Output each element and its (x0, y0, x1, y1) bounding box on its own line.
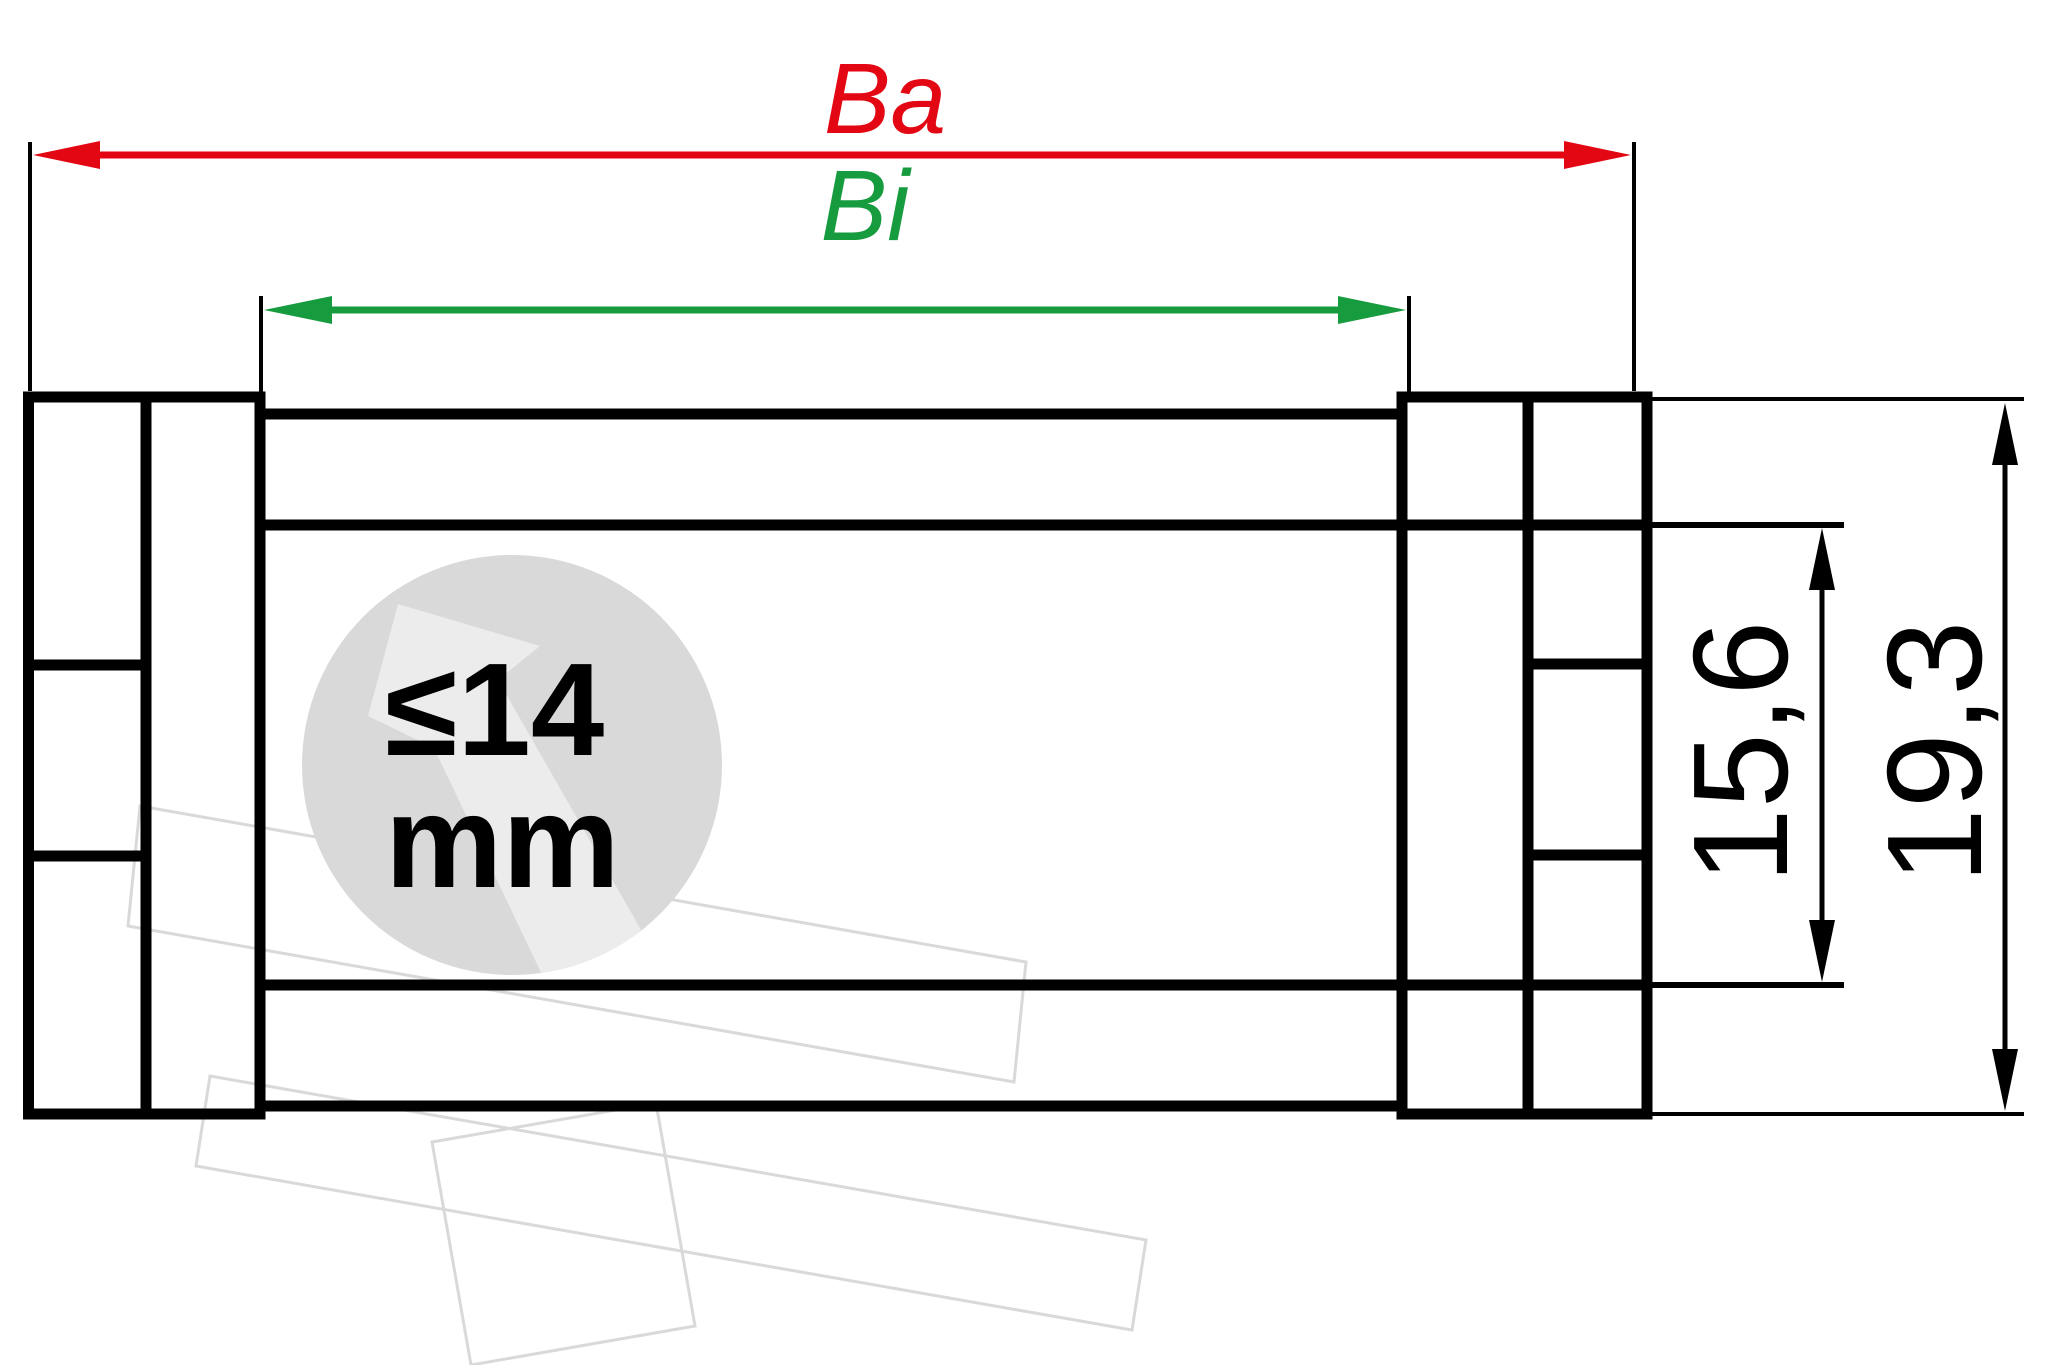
arrow-down-icon (1809, 920, 1835, 982)
inner-height-dimension: 15,6 (1665, 528, 1835, 982)
extension-lines (28, 142, 2024, 1116)
right-side-link (1396, 391, 1653, 1120)
inner-width-label: Bi (821, 150, 913, 262)
arrow-right-icon (1338, 296, 1406, 324)
outer-width-label: Ba (824, 43, 946, 155)
outer-height-label: 19,3 (1859, 621, 2010, 884)
arrow-right-icon (1564, 141, 1631, 169)
arrow-left-icon (264, 296, 332, 324)
watermark-square (430, 1101, 697, 1365)
arrow-up-icon (1809, 528, 1835, 590)
outer-width-dimension: Ba (33, 43, 1631, 169)
arrow-down-icon (1992, 1049, 2018, 1111)
arrow-up-icon (1992, 403, 2018, 465)
inner-height-label: 15,6 (1665, 621, 1816, 884)
watermark-shapes (126, 804, 1148, 1365)
left-side-link (23, 391, 266, 1120)
cable-diameter-badge: ≤14 mm (302, 555, 722, 975)
watermark-bar-lower (194, 1074, 1148, 1332)
watermark-arrow-icon (368, 604, 648, 975)
watermark-bar-upper (126, 804, 1028, 1084)
cable-diameter-note-line2: mm (385, 768, 620, 915)
inner-width-dimension: Bi (264, 150, 1406, 324)
crossbars (254, 408, 1653, 1112)
outer-height-dimension: 19,3 (1859, 403, 2018, 1111)
cable-diameter-note-line1: ≤14 (385, 636, 604, 783)
arrow-left-icon (33, 141, 100, 169)
